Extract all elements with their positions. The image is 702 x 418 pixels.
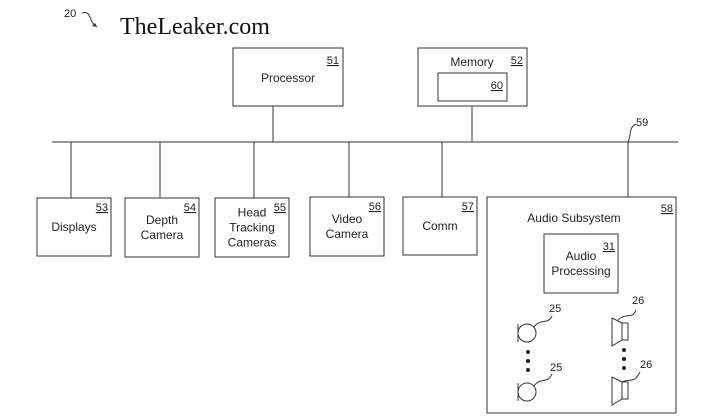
device-label: Video: [332, 212, 363, 226]
microphone-ref: 25: [550, 362, 562, 374]
device-label: Camera: [141, 228, 184, 242]
audio-processing-label-2: Processing: [551, 264, 610, 278]
audio-processing-label-1: Audio: [566, 249, 597, 263]
bus-ref: 59: [636, 117, 648, 129]
processor-label: Processor: [261, 71, 315, 85]
device-label: Cameras: [228, 236, 277, 250]
audio-subsystem-block: Audio Subsystem 58 Audio Processing 31 2…: [486, 142, 677, 414]
bus-ref-leader: [627, 123, 637, 143]
memory-inner-ref: 60: [491, 80, 503, 92]
device-block: Comm 57: [402, 142, 478, 256]
figure-ref-arrowhead: [92, 23, 97, 27]
speaker-ref: 26: [632, 295, 644, 307]
device-box: [124, 197, 200, 258]
device-ref: 53: [96, 202, 108, 214]
memory-block: Memory 52 60: [417, 47, 528, 142]
memory-ref: 52: [511, 55, 523, 67]
ellipsis-dots: [526, 348, 626, 372]
microphone-ref: 25: [549, 303, 561, 315]
device-box: [309, 196, 385, 257]
device-label: Head: [238, 206, 267, 220]
audio-subsystem-title: Audio Subsystem: [527, 211, 620, 225]
processor-block: Processor 51: [232, 47, 344, 142]
microphone-icon: [517, 315, 553, 343]
device-ref: 56: [369, 201, 381, 213]
device-ref: 54: [184, 202, 196, 214]
processor-ref: 51: [327, 55, 339, 67]
device-box: [36, 197, 112, 257]
audio-processing-block: [543, 233, 619, 294]
device-box: [214, 197, 290, 258]
device-label: Tracking: [229, 221, 275, 235]
figure-ref: 20: [64, 8, 76, 20]
device-label: Depth: [146, 213, 178, 227]
watermark: TheLeaker.com: [120, 14, 270, 40]
device-ref: 55: [274, 202, 286, 214]
speaker-icon: [611, 371, 641, 406]
microphone-icon: [517, 373, 553, 402]
speaker-icon: [611, 309, 637, 347]
device-ref: 57: [462, 201, 474, 213]
device-label: Displays: [51, 220, 96, 234]
device-label: Camera: [326, 227, 369, 241]
speaker-ref: 26: [640, 359, 652, 371]
device-box: [402, 196, 478, 256]
memory-inner-block: [437, 72, 508, 102]
audio-processing-ref: 31: [603, 241, 615, 253]
audio-subsystem-ref: 58: [661, 203, 673, 215]
memory-label: Memory: [450, 55, 493, 69]
device-label: Comm: [422, 219, 457, 233]
